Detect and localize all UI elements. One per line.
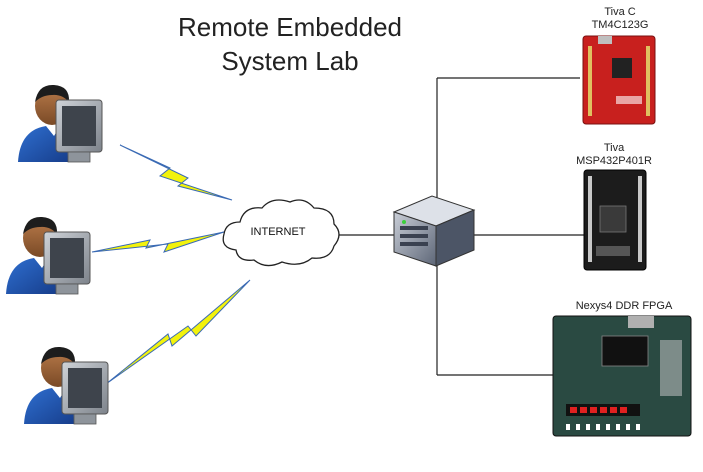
tiva-c-label-line-1: Tiva C bbox=[604, 6, 636, 18]
user-at-computer-icon bbox=[5, 216, 91, 295]
user-workstation-3 bbox=[23, 346, 109, 425]
title-line-2: System Lab bbox=[221, 46, 359, 76]
lightning-bolt-icon bbox=[105, 279, 251, 385]
tiva-c-board-pcb bbox=[582, 35, 656, 125]
diagram-title: Remote Embedded System Lab bbox=[160, 10, 420, 78]
msp432-label: Tiva MSP432P401R bbox=[566, 142, 662, 168]
internet-cloud-icon bbox=[222, 199, 340, 267]
tiva-c-board-image bbox=[582, 35, 656, 125]
internet-label: INTERNET bbox=[250, 226, 306, 238]
user-at-computer-icon bbox=[23, 346, 109, 425]
msp432-label-line-2: MSP432P401R bbox=[576, 155, 652, 167]
msp432-board-image bbox=[583, 169, 647, 271]
tiva-c-label: Tiva C TM4C123G bbox=[580, 6, 660, 32]
nexys4-label: Nexys4 DDR FPGA bbox=[568, 300, 680, 313]
user-workstation-2 bbox=[5, 216, 91, 295]
lightning-bolt-icon bbox=[119, 144, 233, 201]
nexys4-board-image bbox=[552, 315, 692, 437]
tiva-c-label-line-2: TM4C123G bbox=[591, 19, 649, 31]
msp432-label-line-1: Tiva bbox=[603, 142, 625, 154]
user-at-computer-icon bbox=[17, 84, 103, 163]
title-line-1: Remote Embedded bbox=[177, 12, 403, 42]
lightning-bolt-icon bbox=[91, 231, 225, 253]
user-workstation-1 bbox=[17, 84, 103, 163]
wireless-links bbox=[91, 144, 251, 385]
nexys4-label-line-1: Nexys4 DDR FPGA bbox=[575, 300, 673, 312]
server-icon bbox=[392, 195, 476, 267]
